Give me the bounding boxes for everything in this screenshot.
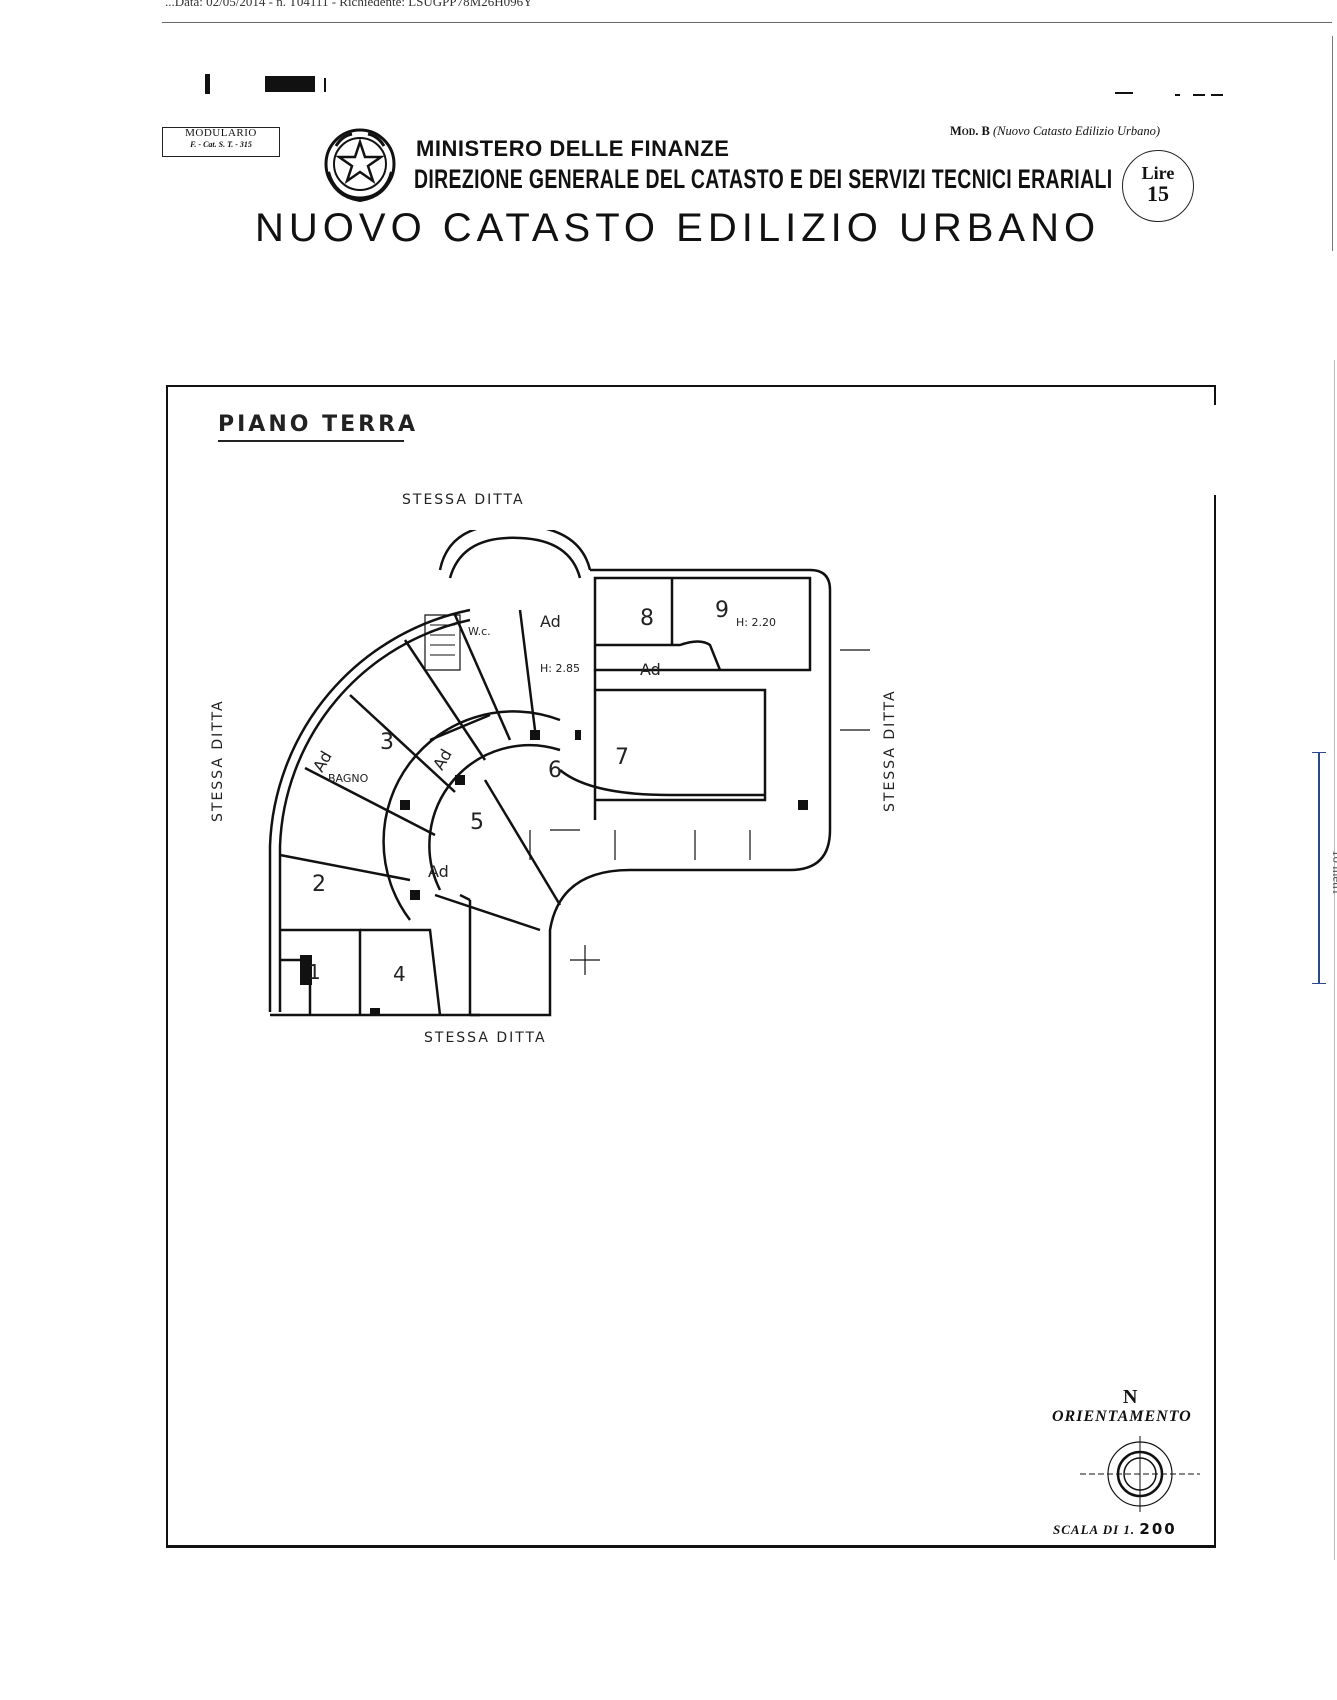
modulario-box: MODULARIO F. - Cat. S. T. - 315 [162,127,280,157]
room-label-ad: Ad [640,660,661,679]
ministry-name: MINISTERO DELLE FINANZE [416,136,730,161]
form-model-code: Mod. B [950,124,990,138]
lire-label: Lire [1141,163,1175,183]
room-label-wc: W.c. [468,625,491,638]
scale-bar-cap [1312,983,1326,984]
room-label-ad: Ad [428,862,449,881]
scan-edge-line [1334,360,1335,1560]
plan-pillars [300,730,808,1016]
header-strip: ...Data: 02/05/2014 - n. T04111 - Richie… [165,0,533,9]
republic-emblem-icon [324,128,396,203]
lire-value: 15 [1147,181,1169,206]
scale-value: 200 [1139,1520,1177,1538]
room-label: 9 [715,598,729,623]
scan-mark [1193,94,1205,96]
frame-border [1214,495,1216,1547]
room-label: 4 [393,962,406,986]
direction-title: DIREZIONE GENERALE DEL CATASTO E DEI SER… [414,164,1113,194]
scan-mark [1115,92,1133,94]
north-marker: N [1123,1386,1138,1408]
room-label: 2 [312,872,326,897]
scan-mark [1211,94,1223,96]
scale-bar [1318,752,1320,984]
scale-prefix: SCALA DI 1. [1053,1522,1136,1537]
scale-bar-cap [1312,752,1326,753]
form-model-label: Mod. B (Nuovo Catasto Edilizio Urbano) [950,124,1160,139]
frame-border [166,1545,1216,1548]
frame-border [166,385,1216,387]
frame-border [166,385,168,1547]
floor-plan [268,530,870,1017]
document-title: NUOVO CATASTO EDILIZIO URBANO [255,206,1101,250]
boundary-label-bottom: STESSA DITTA [424,1030,547,1046]
room-label: 1 [308,960,321,984]
room-label: 3 [380,730,394,755]
room-label: 7 [615,745,629,770]
scan-mark [205,74,210,94]
scale-bar-label: 10 metri [1330,850,1337,894]
boundary-label-left: STESSA DITTA [210,699,226,822]
floor-title: PIANO TERRA [218,412,419,437]
room-label: 5 [470,810,484,835]
lire-stamp: Lire 15 [1122,150,1194,222]
room-label-ad: Ad [540,612,561,631]
scale-label: SCALA DI 1. 200 [1053,1520,1177,1538]
modulario-line1: MODULARIO [185,127,257,139]
page-edge-line [162,22,1332,23]
orientation-label: ORIENTAMENTO [1052,1408,1192,1425]
scan-mark [324,78,326,92]
scan-mark [265,76,315,92]
page-edge-line [1332,36,1333,251]
boundary-label-top: STESSA DITTA [402,492,525,508]
frame-border [1214,385,1216,405]
room-label: 8 [640,606,654,631]
plan-dimension-ticks [529,649,870,975]
modulario-line2: F. - Cat. S. T. - 315 [190,140,252,149]
form-model-desc: (Nuovo Catasto Edilizio Urbano) [993,124,1161,138]
room-height-label: H: 2.20 [736,616,776,629]
scan-mark [1175,94,1180,96]
room-label: 6 [548,758,562,783]
floor-title-underline [218,440,404,442]
plan-walls [268,530,832,1017]
compass-icon [1080,1436,1200,1512]
room-label-bagno: BAGNO [328,772,369,785]
room-height-label: H: 2.85 [540,662,580,675]
